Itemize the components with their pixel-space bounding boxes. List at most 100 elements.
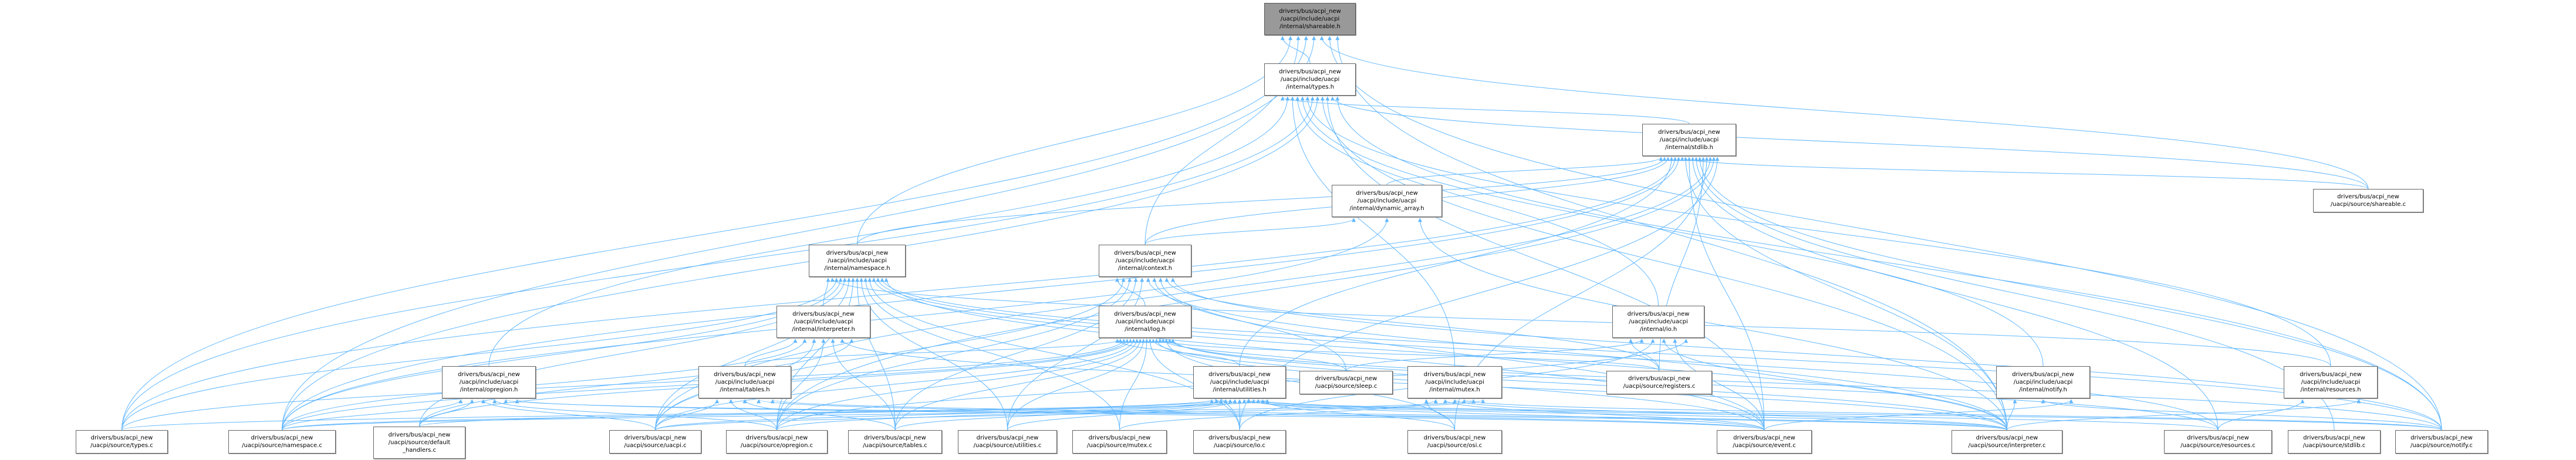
node-resources-c[interactable]: drivers/bus/acpi_new/uacpi/source/resour… — [2164, 430, 2272, 454]
edge-stdlib_h-to-types_h — [1280, 96, 1690, 124]
node-types-h[interactable]: drivers/bus/acpi_new/uacpi/include/uacpi… — [1264, 63, 1356, 96]
edge-interpreter_c-to-stdlib_h — [1683, 157, 2007, 431]
node-types-c[interactable]: drivers/bus/acpi_new/uacpi/source/types.… — [76, 430, 168, 454]
node-interpreter-c[interactable]: drivers/bus/acpi_new/uacpi/source/interp… — [1952, 430, 2062, 454]
node-label-line: drivers/bus/acpi_new — [2303, 435, 2365, 441]
node-label-line: /internal/mutex.h — [1429, 387, 1480, 393]
edge-resources_c-to-stdlib_h — [1690, 157, 2219, 431]
node-label-line: /internal/interpreter.h — [792, 326, 855, 333]
node-io-c[interactable]: drivers/bus/acpi_new/uacpi/source/io.c — [1193, 430, 1286, 454]
edge-default_handlers_c-to-interpreter_h — [419, 339, 854, 427]
node-label-line: drivers/bus/acpi_new — [1627, 311, 1690, 317]
edge-resources_c-to-namespace_h — [876, 278, 2219, 431]
node-utilities-c[interactable]: drivers/bus/acpi_new/uacpi/source/utilit… — [958, 430, 1057, 454]
node-label-line: drivers/bus/acpi_new — [90, 435, 153, 441]
node-label-line: /uacpi/include/uacpi — [1280, 16, 1340, 22]
node-mutex-h[interactable]: drivers/bus/acpi_new/uacpi/include/uacpi… — [1407, 366, 1502, 398]
node-label-line: /uacpi/include/uacpi — [1280, 76, 1340, 83]
edge-resources_c-to-resources_h — [2217, 399, 2305, 431]
node-io-h[interactable]: drivers/bus/acpi_new/uacpi/include/uacpi… — [1612, 306, 1704, 338]
node-label-line: /uacpi/include/uacpi — [828, 258, 887, 264]
edge-notify_c-to-log_h — [1167, 339, 2442, 431]
edge-interpreter_c-to-namespace_h — [872, 278, 2007, 431]
node-label-line: drivers/bus/acpi_new — [251, 435, 313, 441]
edge-registers_c-to-stdlib_h — [1659, 157, 1706, 371]
node-registers-c[interactable]: drivers/bus/acpi_new/uacpi/source/regist… — [1606, 371, 1712, 394]
edge-registers_c-to-log_h — [1157, 339, 1660, 371]
node-dynamic-array-h[interactable]: drivers/bus/acpi_new/uacpi/include/uacpi… — [1332, 185, 1442, 217]
edge-interpreter_c-to-io_h — [1662, 339, 2007, 431]
node-label-line: drivers/bus/acpi_new — [2187, 435, 2249, 441]
edge-notify_c-to-shareable_h — [1327, 36, 2442, 431]
node-mutex-c[interactable]: drivers/bus/acpi_new/uacpi/source/mutex.… — [1072, 430, 1167, 454]
node-stdlib-h[interactable]: drivers/bus/acpi_new/uacpi/include/uacpi… — [1642, 124, 1736, 156]
edge-shareable_c-to-stdlib_h — [1680, 157, 2369, 190]
edge-default_handlers_c-to-opregion_h — [419, 399, 474, 427]
edge-notify_c-to-notify_h — [2041, 399, 2442, 431]
node-label-line: drivers/bus/acpi_new — [1423, 435, 1486, 441]
edge-default_handlers_c-to-namespace_h — [419, 278, 847, 427]
node-label-line: /uacpi/source/registers.c — [1623, 383, 1696, 390]
node-tables-c[interactable]: drivers/bus/acpi_new/uacpi/source/tables… — [848, 430, 942, 454]
edge-tables_c-to-interpreter_h — [830, 339, 896, 431]
edge-interpreter_c-to-resources_h — [2007, 399, 2361, 431]
node-opregion-h[interactable]: drivers/bus/acpi_new/uacpi/include/uacpi… — [442, 366, 536, 398]
edge-namespace_h-to-stdlib_h — [857, 157, 1667, 245]
node-label-line: /uacpi/include/uacpi — [1659, 137, 1719, 143]
node-opregion-c[interactable]: drivers/bus/acpi_new/uacpi/source/opregi… — [726, 430, 828, 454]
node-resources-h[interactable]: drivers/bus/acpi_new/uacpi/include/uacpi… — [2284, 366, 2378, 398]
edge-event_c-to-notify_h — [1764, 399, 2074, 431]
node-label-line: /uacpi/source/opregion.c — [740, 442, 813, 449]
edge-namespace_c-to-types_h — [282, 96, 1320, 431]
node-namespace-h[interactable]: drivers/bus/acpi_new/uacpi/include/uacpi… — [809, 245, 906, 277]
node-log-h[interactable]: drivers/bus/acpi_new/uacpi/include/uacpi… — [1099, 306, 1191, 338]
node-label-line: /internal/opregion.h — [460, 387, 518, 393]
edge-tables_h-to-log_h — [744, 339, 1123, 367]
edge-io_h-to-types_h — [1295, 96, 1659, 306]
node-label-line: /uacpi/source/resources.c — [2180, 442, 2256, 449]
node-namespace-c[interactable]: drivers/bus/acpi_new/uacpi/source/namesp… — [228, 430, 336, 454]
node-stdlib-c[interactable]: drivers/bus/acpi_new/uacpi/source/stdlib… — [2288, 430, 2381, 454]
edge-opregion_c-to-log_h — [776, 339, 1139, 431]
node-event-c[interactable]: drivers/bus/acpi_new/uacpi/source/event.… — [1717, 430, 1812, 454]
edge-interpreter_c-to-mutex_h — [1453, 399, 2007, 431]
edge-interpreter_c-to-log_h — [1151, 339, 2007, 431]
edge-types_h-to-shareable_h — [1280, 36, 1311, 64]
node-uacpi-c[interactable]: drivers/bus/acpi_new/uacpi/source/uacpi.… — [609, 430, 701, 454]
node-label-line: drivers/bus/acpi_new — [976, 435, 1039, 441]
node-utilities-h[interactable]: drivers/bus/acpi_new/uacpi/include/uacpi… — [1193, 366, 1286, 398]
node-label-line: drivers/bus/acpi_new — [714, 371, 776, 378]
node-label-line: drivers/bus/acpi_new — [1423, 371, 1486, 378]
edge-resources_h-to-namespace_h — [830, 278, 2331, 367]
edge-uacpi_c-to-opregion_h — [481, 399, 656, 431]
node-label-line: /internal/log.h — [1125, 326, 1166, 333]
node-notify-c[interactable]: drivers/bus/acpi_new/uacpi/source/notify… — [2395, 430, 2488, 454]
node-label-line: /uacpi/source/tables.c — [863, 442, 927, 449]
node-label-line: /uacpi/include/uacpi — [2301, 379, 2361, 385]
node-context-h[interactable]: drivers/bus/acpi_new/uacpi/include/uacpi… — [1099, 245, 1191, 277]
edge-namespace_c-to-stdlib_h — [282, 157, 1681, 431]
node-label-line: drivers/bus/acpi_new — [1279, 8, 1341, 15]
node-shareable-c[interactable]: drivers/bus/acpi_new/uacpi/source/sharea… — [2313, 189, 2423, 212]
node-label-line: drivers/bus/acpi_new — [458, 371, 520, 378]
edge-utilities_c-to-log_h — [1007, 339, 1146, 431]
node-label-line: /internal/stdlib.h — [1665, 144, 1713, 151]
edge-dynamic_array_h-to-stdlib_h — [1386, 157, 1663, 185]
edge-interpreter_c-to-notify_h — [2007, 399, 2017, 431]
node-osi-c[interactable]: drivers/bus/acpi_new/uacpi/source/osi.c — [1407, 430, 1502, 454]
edge-uacpi_c-to-log_h — [655, 339, 1136, 431]
edge-namespace_c-to-interpreter_h — [282, 339, 807, 431]
node-tables-h[interactable]: drivers/bus/acpi_new/uacpi/include/uacpi… — [698, 366, 791, 398]
edge-resources_h-to-types_h — [1305, 96, 2331, 367]
edge-notify_c-to-namespace_h — [880, 278, 2442, 431]
node-sleep-c[interactable]: drivers/bus/acpi_new/uacpi/source/sleep.… — [1299, 371, 1393, 394]
node-label-line: /uacpi/source/stdlib.c — [2302, 442, 2366, 449]
node-default-handlers-c[interactable]: drivers/bus/acpi_new/uacpi/source/defaul… — [373, 427, 465, 459]
edge-utilities_c-to-namespace_h — [859, 278, 1008, 431]
node-interpreter-h[interactable]: drivers/bus/acpi_new/uacpi/include/uacpi… — [776, 306, 870, 338]
node-notify-h[interactable]: drivers/bus/acpi_new/uacpi/include/uacpi… — [1996, 366, 2090, 398]
edge-sleep_c-to-io_h — [1346, 339, 1644, 371]
node-label-line: drivers/bus/acpi_new — [388, 432, 451, 438]
edge-tables_c-to-namespace_h — [855, 278, 896, 431]
